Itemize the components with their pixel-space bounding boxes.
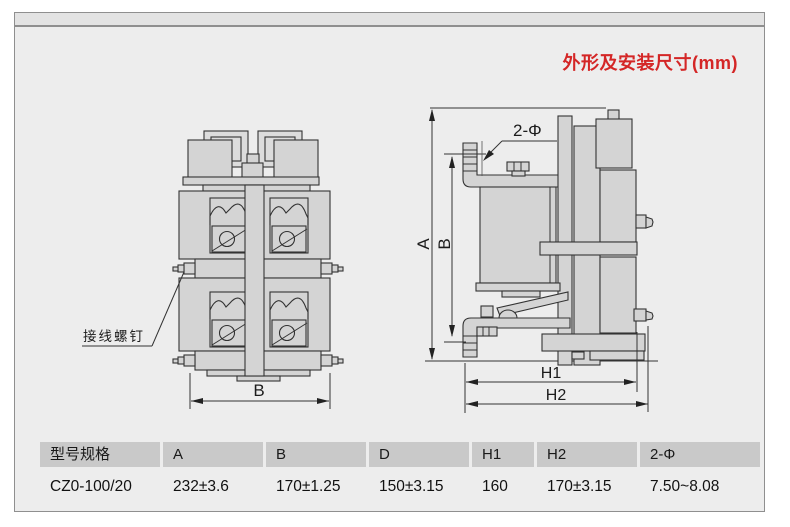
dimensions-table: 型号规格 A B D H1 H2 2-Φ CZ0-100/20 232±3.6 …: [40, 442, 762, 501]
dimension-H1: H1: [464, 332, 638, 413]
lower-chamber-right: [269, 291, 309, 348]
cell-D: 150±3.15: [379, 478, 444, 495]
stack-top-block: [595, 118, 633, 169]
hole-callout: 2-Φ: [481, 121, 557, 176]
screw-hole: [218, 230, 236, 248]
content-panel: 外形及安装尺寸(mm): [14, 12, 765, 512]
terminal-screw-callout: 接线螺钉: [82, 271, 185, 347]
stack-lower-block: [599, 256, 637, 334]
cell-H2: 170±3.15: [547, 478, 612, 495]
terminal-screw-label: 接线螺钉: [83, 328, 145, 344]
panel-top-strip: [15, 13, 764, 27]
arc-chute-right: [257, 130, 319, 179]
front-width-label: B: [253, 381, 264, 400]
top-plate: [182, 176, 320, 186]
H1-label: H1: [541, 365, 562, 382]
side-A-label: A: [414, 238, 433, 250]
upper-chamber-right: [269, 197, 309, 254]
header-H1: H1: [472, 442, 534, 467]
side-screw: [633, 308, 647, 322]
stack-upper-block: [599, 169, 637, 243]
base-assembly: [541, 308, 654, 361]
header-model: 型号规格: [40, 442, 160, 467]
header-A: A: [163, 442, 263, 467]
side-view-drawing: A B 2-Φ: [414, 107, 658, 413]
terminal-screw: [320, 354, 333, 367]
screw-hole: [278, 230, 296, 248]
cell-A: 232±3.6: [173, 478, 229, 495]
side-screw: [635, 214, 647, 229]
yoke-column: [557, 115, 573, 366]
table-row: CZ0-100/20 232±3.6 170±1.25 150±3.15 160…: [40, 467, 762, 501]
terminal-screw: [183, 354, 196, 367]
terminal-screw: [183, 262, 196, 275]
hex-bolt: [506, 161, 530, 177]
page-title: 外形及安装尺寸(mm): [562, 53, 738, 73]
dimension-side-B: B: [435, 153, 486, 343]
mounting-bracket-bottom: [462, 317, 571, 358]
header-H2: H2: [537, 442, 637, 467]
cell-model: CZ0-100/20: [50, 478, 132, 495]
side-B-label: B: [435, 238, 454, 249]
cell-2phi: 7.50~8.08: [650, 478, 720, 495]
screw-hole: [218, 324, 236, 342]
H2-label: H2: [546, 387, 567, 404]
center-bar: [244, 184, 265, 377]
screw-hole: [278, 324, 296, 342]
dimension-front-width-B: B: [189, 373, 331, 409]
arc-chute-left: [187, 130, 249, 179]
hole-label: 2-Φ: [513, 121, 542, 140]
dimension-H2: H2: [466, 326, 649, 412]
mounting-bracket-top: [462, 142, 568, 188]
coil-body: [479, 186, 557, 284]
table-header-row: 型号规格 A B D H1 H2 2-Φ: [40, 442, 762, 467]
busbar: [539, 241, 638, 256]
armature-lever: [480, 291, 569, 319]
contact-stack: [573, 109, 654, 366]
header-2phi: 2-Φ: [640, 442, 760, 467]
coil-flange: [475, 282, 561, 292]
header-B: B: [266, 442, 366, 467]
cell-H1: 160: [482, 478, 508, 495]
terminal-screw: [320, 262, 333, 275]
front-view-drawing: B 接线螺钉: [82, 130, 344, 409]
cell-B: 170±1.25: [276, 478, 341, 495]
header-D: D: [369, 442, 469, 467]
dimension-side-A: A: [414, 109, 435, 360]
